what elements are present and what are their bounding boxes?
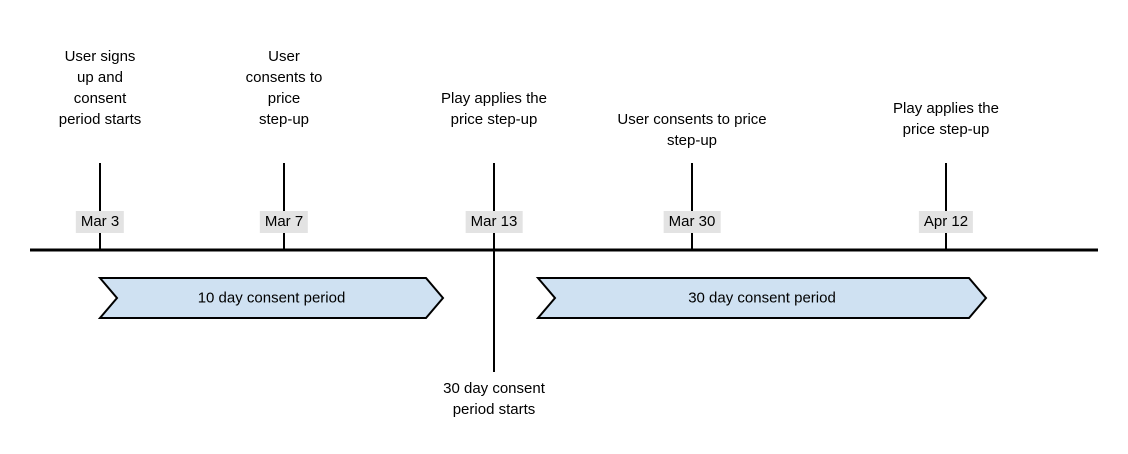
event-caption-stepup-1: Play applies the price step-up	[441, 90, 547, 128]
date-chip-consent-2: Mar 30	[663, 211, 721, 233]
date-chip-signup: Mar 3	[75, 211, 125, 233]
event-caption-consent-1: User consents to price step-up	[245, 48, 323, 128]
event-caption-signup: User signs up and consent period starts	[58, 48, 142, 128]
band-label-band-30-day: 30 day consent period	[688, 289, 836, 307]
consent-band-group	[97, 277, 988, 319]
consent-band-band-30-day	[535, 277, 988, 319]
event-caption-stepup-2: Play applies the price step-up	[893, 100, 999, 138]
band-label-band-10-day: 10 day consent period	[197, 289, 346, 307]
event-caption-consent-2: User consents to price step-up	[617, 111, 767, 149]
date-chip-consent-1: Mar 7	[259, 211, 309, 233]
date-chip-stepup-1: Mar 13	[465, 211, 523, 233]
below-axis-caption: 30 day consent period starts	[443, 380, 545, 418]
event-tick-group	[99, 163, 947, 372]
consent-band-band-10-day	[97, 277, 445, 319]
date-chip-stepup-2: Apr 12	[918, 211, 974, 233]
